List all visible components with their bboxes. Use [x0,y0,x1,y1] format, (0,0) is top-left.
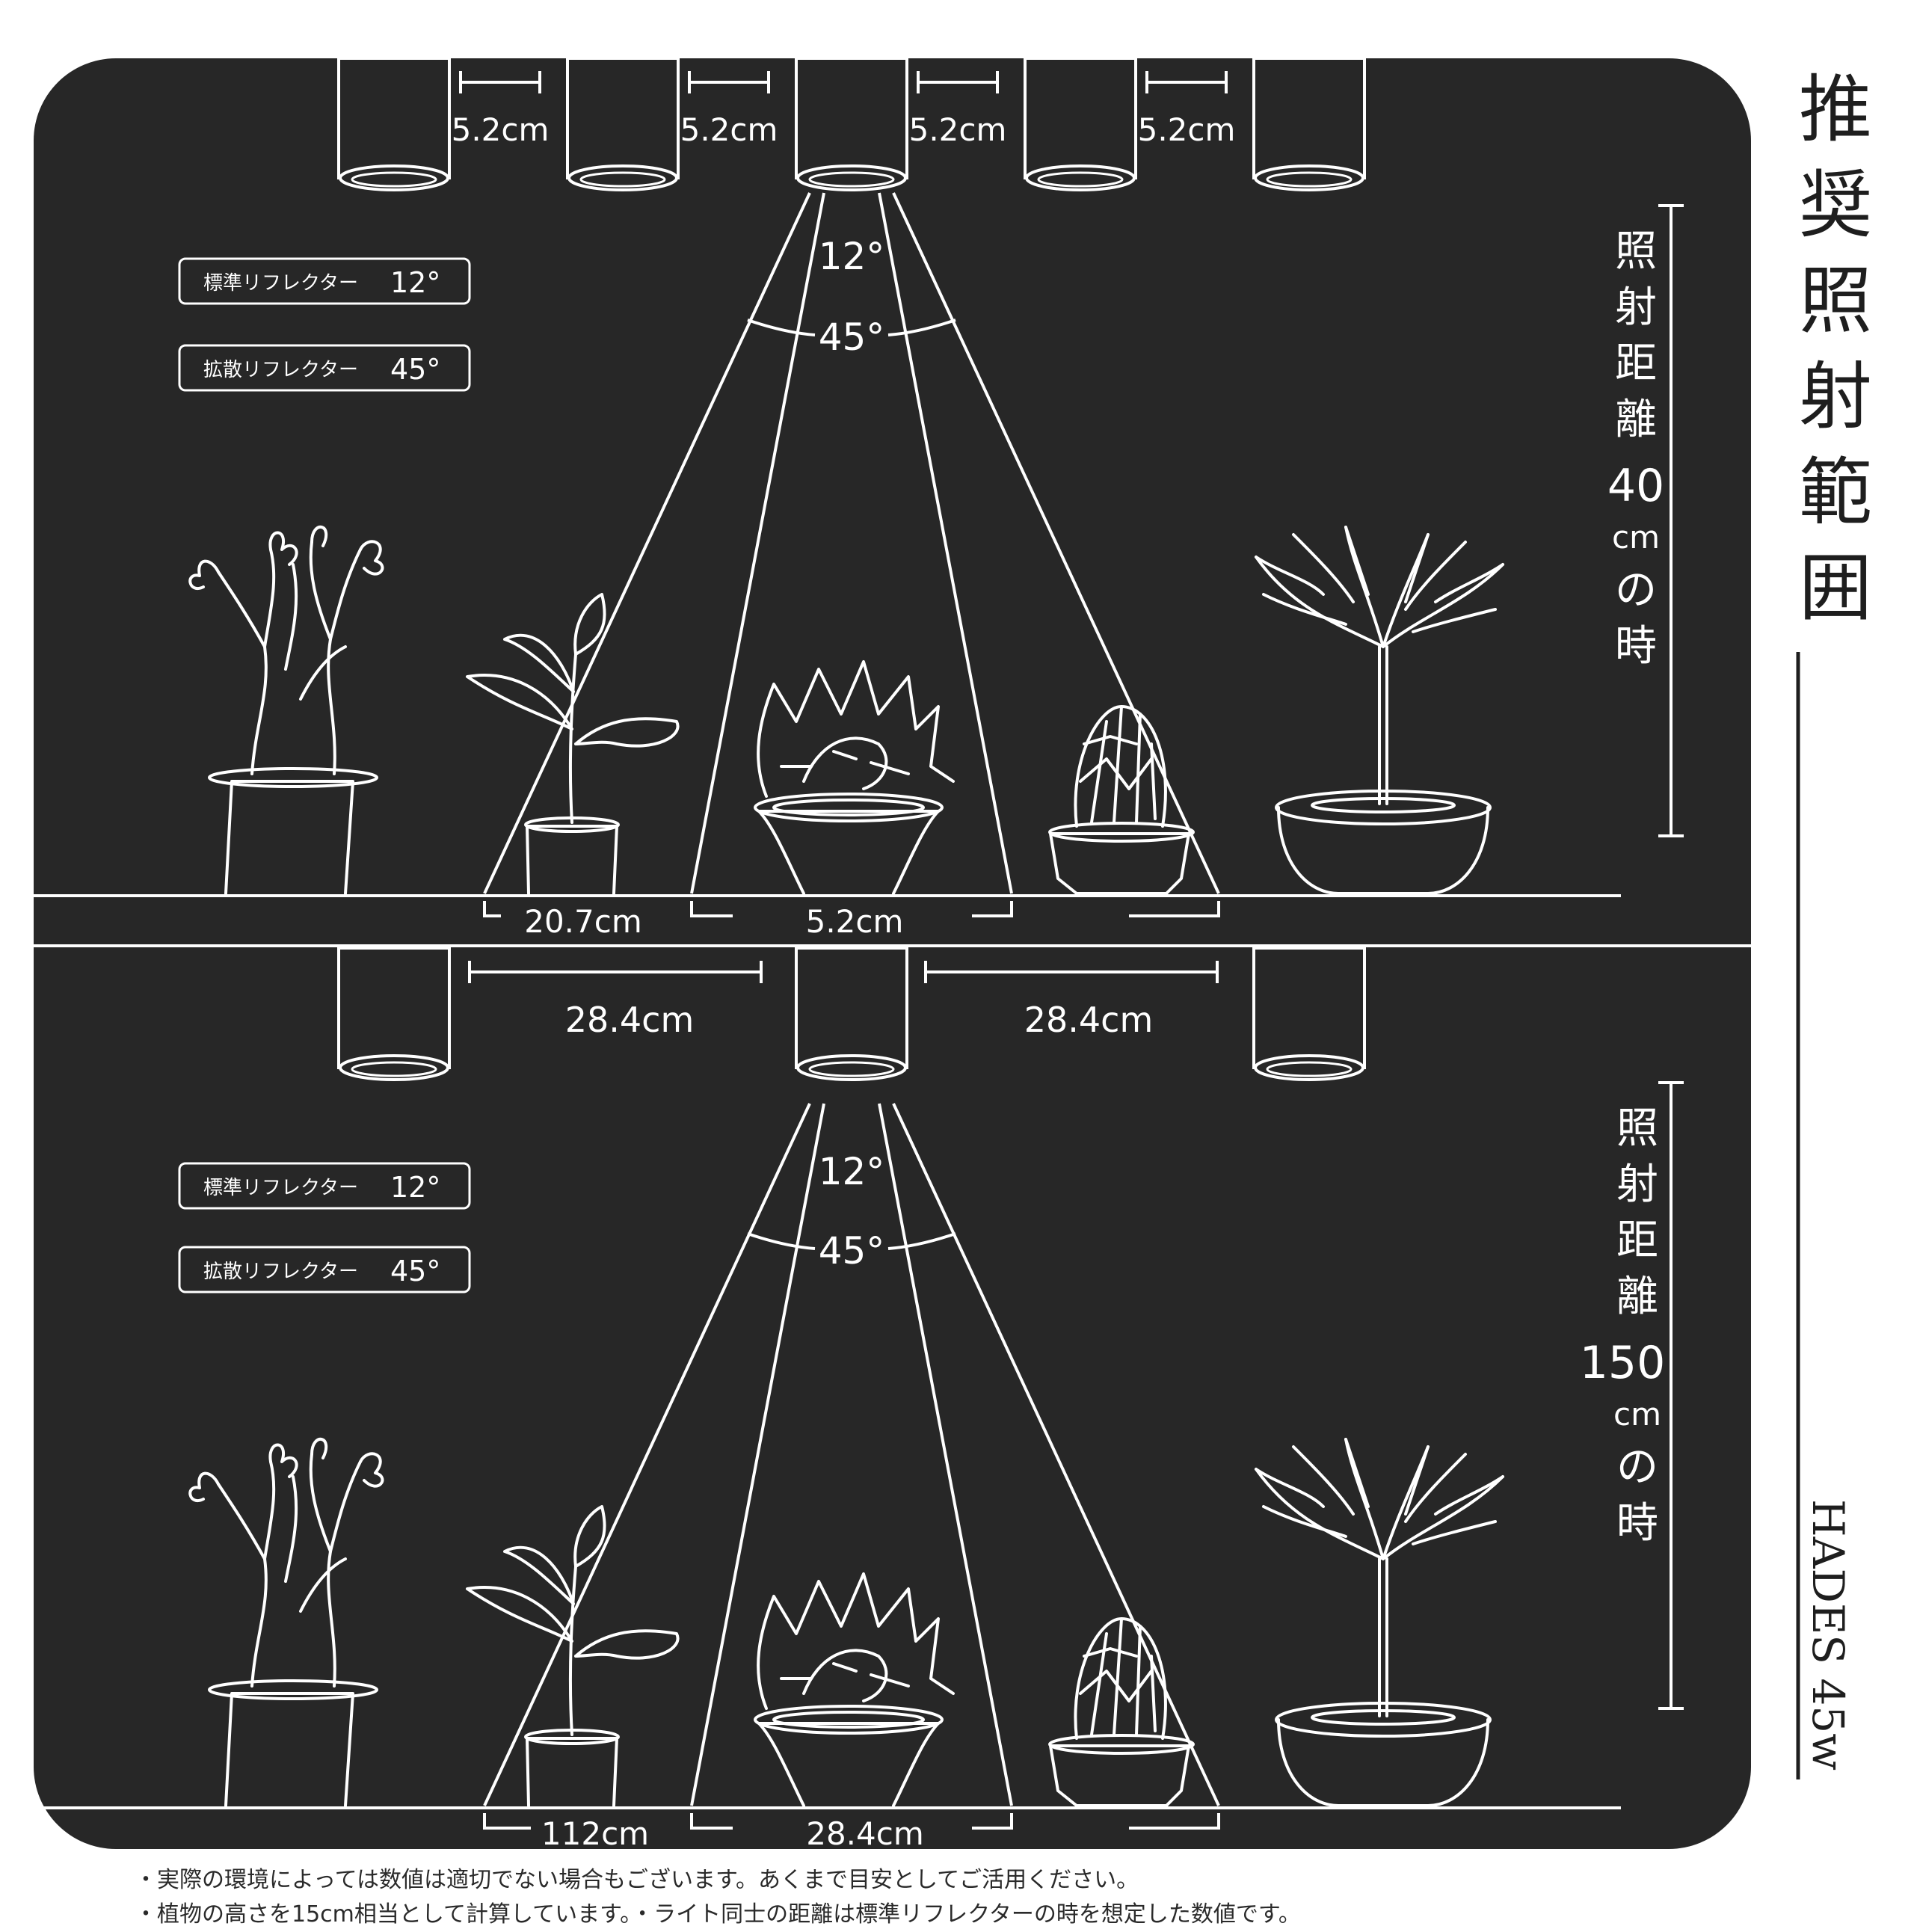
distance-label-char: 離 [1615,396,1657,444]
lamp-3 [1252,947,1366,1081]
distance-unit: cm [1613,1396,1661,1433]
lamp-1 [337,57,451,191]
legend-reflector-name: 拡散リフレクター [203,1261,358,1283]
spacing-label: 28.4cm [565,1000,695,1040]
inner-width-label: 28.4cm [806,1815,924,1852]
plants-bottom [188,1437,1504,1807]
legend-reflector-angle: 45° [390,1255,440,1288]
distance-label-char: 射 [1616,1160,1658,1209]
title-char: 範 [1799,450,1872,535]
light-beam-lines-top [483,192,1220,894]
ficus-plant-icon [466,1505,680,1807]
title-char: 射 [1799,354,1872,440]
agave-plant-icon [754,1572,955,1807]
distance-label-char: 離 [1616,1273,1658,1321]
spacing-dimension-lines-bottom [468,961,1219,983]
cactus-plant-icon [1048,1617,1195,1807]
spacing-label: 5.2cm [452,111,550,148]
spacing-label: 5.2cm [680,111,778,148]
outer-width-label: 20.7cm [524,903,642,940]
bottle-tree-icon [188,1437,384,1807]
lamp-3 [795,57,908,191]
distance-label-char: 距 [1616,1216,1658,1265]
brand-label: HADES 45w [1803,1499,1853,1771]
title-char: 照 [1799,259,1872,344]
title-char: 推 [1799,67,1872,153]
spacing-dimension-lines-top [459,71,1228,93]
outer-width-label: 112cm [541,1815,649,1852]
title-char: 囲 [1799,546,1872,631]
distance-label-char: 時 [1616,1499,1658,1548]
legend-reflector-angle: 12° [390,1171,440,1204]
legend-reflector-name: 標準リフレクター [203,1177,358,1199]
legend-reflector-angle: 12° [390,266,440,299]
distance-bracket-bottom [1658,1081,1684,1710]
reflector-legend-bottom: 標準リフレクター 12° 拡散リフレクター 45° [178,1162,471,1293]
width-brackets-bottom [483,1813,1220,1830]
legend-reflector-name: 標準リフレクター [203,272,358,295]
outer-angle-label: 45° [819,316,885,359]
lamp-fixtures-bottom [337,947,1366,1081]
lamp-1 [337,947,451,1081]
dracaena-plant-icon [1255,1438,1504,1807]
lamp-2 [795,947,908,1081]
inner-width-label: 5.2cm [806,903,904,940]
spacing-label: 5.2cm [909,111,1007,148]
bottle-tree-icon [188,525,384,895]
agave-plant-icon [754,660,955,895]
ficus-plant-icon [466,593,680,895]
lamp-5 [1252,57,1366,191]
inner-angle-label: 12° [819,235,885,278]
distance-unit: cm [1612,519,1660,556]
plants-top [188,525,1504,895]
distance-label-bottom: 照 射 距 離 150 cm の 時 [1580,1104,1666,1548]
title-char: 奨 [1799,163,1872,248]
lamp-4 [1024,57,1137,191]
notes: ・実際の環境によっては数値は適切でない場合もございます。あくまで目安としてご活用… [135,1863,1779,1932]
note-line: ・植物の高さを15cm相当として計算しています。・ライト同士の距離は標準リフレク… [135,1901,1301,1928]
spacing-label: 5.2cm [1138,111,1236,148]
dracaena-plant-icon [1255,526,1504,895]
distance-label-char: 照 [1616,1104,1658,1153]
reflector-legend-top: 標準リフレクター 12° 拡散リフレクター 45° [178,257,471,392]
distance-label-char: 射 [1615,283,1657,332]
spacing-label: 28.4cm [1024,1000,1154,1040]
page-title: 推 奨 照 射 範 囲 [1799,67,1872,631]
distance-label-char: 照 [1615,227,1657,276]
distance-label-char: の [1615,566,1657,615]
cactus-plant-icon [1048,705,1195,895]
section-150cm: 28.4cm 28.4cm 12° 45° 標準リフレクター 12° 拡散リフレ… [34,947,1684,1852]
distance-label-char: 距 [1615,339,1657,388]
width-brackets-top [483,901,1220,917]
legend-reflector-name: 拡散リフレクター [203,359,358,381]
lamp-2 [566,57,680,191]
note-line: ・実際の環境によっては数値は適切でない場合もございます。あくまで目安としてご活用… [135,1867,1139,1893]
legend-reflector-angle: 45° [390,353,440,386]
light-beam-lines-bottom [483,1103,1220,1806]
outer-angle-label: 45° [819,1229,885,1273]
inner-angle-label: 12° [819,1150,885,1193]
distance-label-char: 時 [1615,622,1657,671]
distance-bracket-top [1658,204,1684,837]
distance-value: 150 [1580,1337,1666,1389]
distance-label-char: の [1616,1443,1658,1492]
distance-label-top: 照 射 距 離 40 cm の 時 [1607,227,1664,671]
distance-value: 40 [1607,460,1664,512]
section-40cm: 5.2cm 5.2cm 5.2cm 5.2cm 12° 45° 標準リフレクター… [34,57,1751,947]
